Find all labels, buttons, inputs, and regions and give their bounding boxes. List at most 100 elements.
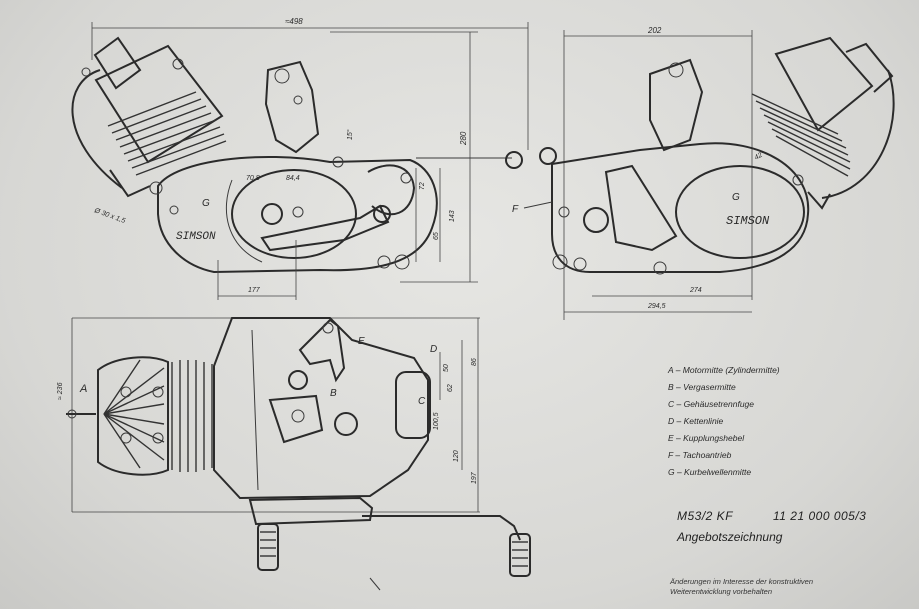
crankcase [157, 155, 438, 274]
carburettor-right [649, 58, 704, 152]
dim-v2: 65 [433, 232, 440, 240]
label-a: A [79, 383, 87, 395]
chain-sprocket-right [539, 147, 557, 165]
label-g-left: G [202, 198, 210, 209]
legend-item-a: A – Motormitte (Zylindermitte) [668, 365, 780, 375]
label-d: D [430, 344, 437, 355]
head-bolt [152, 432, 164, 444]
sprocket-cover [367, 164, 416, 216]
chain-sprocket-left [505, 151, 523, 169]
shaft-boss-top [334, 412, 358, 436]
dim-d1: 50 [443, 364, 450, 372]
cover-bolt [292, 206, 304, 218]
carb-top [274, 68, 290, 84]
head-bolt [120, 432, 132, 444]
gear-pedal-grip [260, 531, 276, 557]
spark-plug-cap-right [845, 42, 894, 93]
crankshaft-center [261, 203, 283, 225]
right-side-view: 202 SIMSON G F 42° [512, 26, 895, 320]
mount-boss [653, 261, 667, 275]
dim-d2: 62 [447, 384, 454, 392]
carb-jet [291, 409, 305, 423]
dim-offset-a: 70,8 [246, 175, 260, 182]
exhaust-stub-right [807, 191, 831, 210]
dim-lower2: 197 [471, 471, 478, 484]
dim-angle: 15° [346, 129, 354, 140]
cylinder-head-right [774, 36, 874, 132]
dim-top-width: 202 [647, 26, 662, 35]
lever-pivot [322, 322, 334, 334]
legend: A – Motormitte (Zylindermitte) B – Verga… [668, 362, 868, 481]
dim-height: 280 [459, 131, 468, 146]
mount-boss [149, 181, 163, 195]
dim-a-offset: ≈ 236 [57, 382, 64, 400]
carb-top [668, 62, 684, 78]
ignition-cable [71, 69, 123, 189]
case-parting-line [251, 329, 259, 491]
mount-boss [573, 257, 587, 271]
legend-item-c: C – Gehäusetrennfuge [668, 399, 755, 409]
head-radial-fins [103, 359, 165, 469]
head-bolt [152, 386, 164, 398]
brand-logo-right: SIMSON [726, 214, 770, 228]
crankcase-right [551, 142, 810, 273]
carburettor [264, 60, 320, 154]
plan-view: ≈ 236 A [57, 317, 531, 591]
legend-item-d: D – Kettenlinie [668, 416, 724, 426]
cylinder-head-top [97, 356, 169, 476]
cylinder-fins [107, 91, 227, 176]
drawing-title: Angebotszeichnung [677, 530, 783, 544]
kick-arm [248, 496, 374, 526]
model-designation: M53/2 KF [677, 509, 734, 523]
clutch-cover [231, 169, 357, 259]
head-bolt [120, 386, 132, 398]
spark-plug-cap [93, 36, 142, 90]
kick-pedal-grip [512, 541, 528, 567]
carb-screw [293, 95, 303, 105]
barrel-fins [171, 360, 213, 472]
kick-pedal-arm [362, 515, 521, 541]
plug-tip [67, 409, 77, 419]
cover-bolt [400, 172, 412, 184]
dim-lower-width: 177 [248, 287, 261, 294]
dim-v1: 72 [419, 182, 426, 190]
label-g-right: G [732, 192, 740, 203]
mount-boss [332, 156, 344, 168]
magneto-cover [675, 165, 805, 259]
dim-overall-width: ≈498 [285, 17, 303, 26]
pencil-mark [369, 577, 381, 591]
dim-bottom-b: 294,5 [647, 303, 666, 310]
shaft-boss [583, 207, 609, 233]
footnote: Änderungen im Interesse der konstruktive… [670, 577, 910, 597]
label-f-leader [523, 201, 553, 209]
sprocket-housing [395, 371, 431, 439]
cable-clip [81, 67, 91, 77]
case-bolt [558, 206, 570, 218]
gear-pedal [257, 523, 279, 571]
dim-c1: 100,5 [433, 412, 440, 430]
cylinder-fins-right [751, 93, 851, 177]
legend-item-b: B – Vergasermitte [668, 382, 736, 392]
case-bolt [169, 205, 179, 215]
legend-item-e: E – Kupplungshebel [668, 433, 745, 443]
gear-lever-housing [604, 164, 678, 252]
legend-item-g: G – Kurbelwellenmitte [668, 467, 752, 477]
cover-bolt [792, 174, 804, 186]
footnote-line-1: Änderungen im Interesse der konstruktive… [670, 577, 813, 586]
label-f: F [512, 204, 519, 215]
dim-d3: 86 [471, 358, 478, 366]
ignition-cable-right [821, 69, 895, 199]
crankcase-top [213, 317, 429, 500]
kick-lever [260, 204, 390, 252]
footnote-line-2: Weiterentwicklung vorbehalten [670, 587, 773, 596]
label-b: B [330, 388, 337, 399]
dim-exhaust: Ø 30 x 1,5 [92, 207, 126, 225]
legend-item-f: F – Tachoantrieb [668, 450, 732, 460]
dim-v3: 143 [449, 210, 456, 222]
cylinder-head [94, 44, 224, 164]
mount-boss [377, 255, 391, 269]
dim-offset-b: 84,4 [286, 175, 300, 182]
